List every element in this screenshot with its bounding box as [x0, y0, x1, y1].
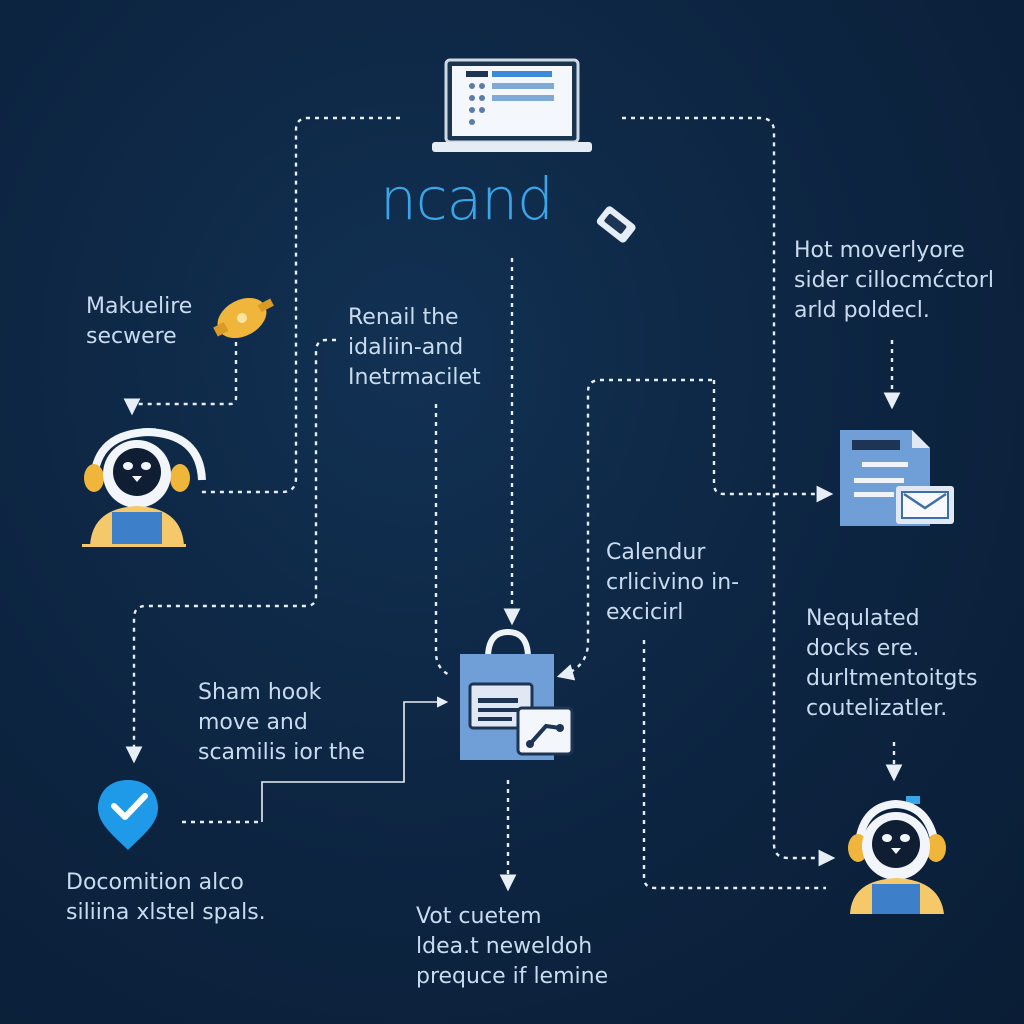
- label-line: durltmentoitgts: [806, 666, 978, 691]
- connector-laptop-to-right-robot: [622, 116, 836, 867]
- connector-calendar-to-bag: [556, 378, 712, 681]
- label-line: excicirl: [606, 600, 684, 625]
- label-line: coutelizatler.: [806, 696, 948, 721]
- label-line: idaliin-and: [348, 335, 464, 360]
- label-regulated: Nequlated docks ere. durltmentoitgts cou…: [806, 604, 977, 724]
- check-shield-icon: [98, 780, 158, 850]
- label-vot: Vot cuetem ldea.t neweldoh prequce if le…: [416, 902, 608, 992]
- label-line: docks ere.: [806, 636, 920, 661]
- label-make-secure: Makuelire secwere: [86, 292, 192, 352]
- connector-calendar-to-bottom: [642, 640, 826, 890]
- label-line: crlicivino in-: [606, 570, 740, 595]
- robot-agent-icon: [848, 796, 946, 914]
- usb-tag-icon: [596, 206, 636, 243]
- label-line: scamilis ior the: [198, 740, 365, 765]
- label-line: Renail the: [348, 305, 459, 330]
- label-host: Hot moverlyore sider cillocmćctorl arld …: [794, 236, 994, 326]
- label-line: arld poldecl.: [794, 298, 930, 323]
- label-line: Hot moverlyore: [794, 238, 965, 263]
- diagram-title: ncand: [380, 165, 554, 233]
- label-line: sider cillocmćctorl: [794, 268, 994, 293]
- label-sham: Sham hook move and scamilis ior the: [198, 678, 365, 768]
- label-line: prequce if lemine: [416, 964, 609, 989]
- label-line: Makuelire: [86, 294, 193, 319]
- document-mail-icon: [840, 430, 954, 526]
- label-line: move and: [198, 710, 308, 735]
- label-line: Nequlated: [806, 606, 920, 631]
- key-icon: [213, 297, 274, 339]
- label-line: Docomition alco: [66, 870, 244, 895]
- connector-key-to-robot: [123, 342, 238, 416]
- shopping-bag-icon: [460, 628, 574, 760]
- label-line: Vot cuetem: [416, 904, 542, 929]
- label-line: Calendur: [606, 540, 706, 565]
- label-documentation: Docomition alco siliina xlstel spals.: [66, 868, 266, 928]
- connector-rental-to-bag: [125, 338, 336, 764]
- label-calendar: Calendur crlicivino in- excicirl: [606, 538, 739, 628]
- solid-connector: [261, 696, 449, 822]
- connector-rental-down: [434, 404, 453, 678]
- laptop-icon: [432, 58, 592, 152]
- label-rental: Renail the idaliin-and Inetrmacilet: [348, 303, 481, 393]
- label-line: Inetrmacilet: [348, 365, 481, 390]
- label-line: Sham hook: [198, 680, 322, 705]
- connector-calendar-to-doc: [712, 380, 834, 503]
- robot-agent-icon: [82, 427, 206, 547]
- label-line: ldea.t neweldoh: [416, 934, 593, 959]
- label-line: secwere: [86, 324, 177, 349]
- label-line: siliina xlstel spals.: [66, 900, 266, 925]
- connector-lines: [123, 116, 903, 892]
